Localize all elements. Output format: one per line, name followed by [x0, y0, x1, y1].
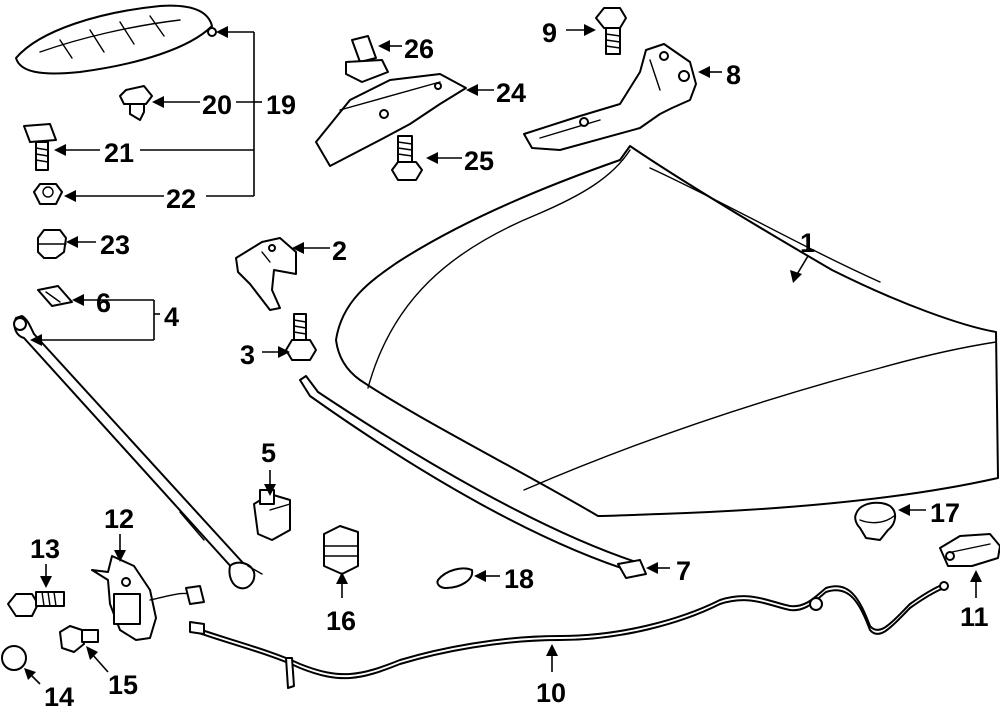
callout-4: 4 [164, 302, 179, 332]
callout-2: 2 [332, 236, 347, 266]
callout-6: 6 [96, 288, 111, 318]
callout-1: 1 [800, 228, 815, 258]
callout-labels: 1 2 3 4 5 6 7 8 9 10 11 12 13 14 15 16 1… [30, 18, 989, 710]
cowl-clip[interactable] [345, 35, 389, 83]
plug[interactable] [1, 645, 27, 671]
release-cable[interactable] [189, 581, 949, 689]
latch-screw[interactable] [59, 625, 99, 653]
hinge-bracket[interactable] [235, 237, 297, 311]
grommet[interactable] [854, 501, 896, 541]
scoop-nut[interactable] [33, 183, 63, 205]
bracket-bolt[interactable] [285, 313, 317, 361]
callout-8: 8 [726, 60, 741, 90]
callout-26: 26 [404, 34, 434, 64]
callout-9: 9 [542, 18, 557, 48]
callout-15: 15 [108, 670, 138, 700]
hood-bumper[interactable] [253, 489, 291, 541]
callout-22: 22 [166, 184, 196, 214]
callout-17: 17 [930, 498, 960, 528]
callout-24: 24 [496, 78, 526, 108]
support-bracket[interactable] [37, 285, 73, 307]
hood-panel[interactable] [335, 145, 999, 517]
callout-5: 5 [261, 438, 276, 468]
callout-14: 14 [44, 682, 74, 710]
callout-10: 10 [536, 678, 566, 708]
hood-seal[interactable] [299, 375, 647, 579]
cowl-seal[interactable] [315, 73, 467, 167]
cowl-bolt[interactable] [391, 135, 423, 181]
latch-bolt[interactable] [7, 591, 65, 617]
callout-7: 7 [676, 556, 691, 586]
callout-11: 11 [960, 602, 989, 632]
callout-23: 23 [100, 230, 130, 260]
hood-support-rod[interactable] [13, 315, 263, 590]
callout-16: 16 [326, 606, 356, 636]
callout-25: 25 [464, 146, 494, 176]
callout-20: 20 [202, 90, 232, 120]
callout-19: 19 [266, 90, 296, 120]
cushion[interactable] [323, 525, 359, 575]
hood-scoop[interactable] [15, 4, 217, 75]
leader-lines [24, 24, 982, 685]
scoop-clip[interactable] [119, 85, 153, 121]
callout-3: 3 [240, 340, 255, 370]
callout-21: 21 [104, 138, 134, 168]
hinge-bolt[interactable] [595, 7, 627, 55]
hood-hinge[interactable] [523, 43, 697, 151]
callout-13: 13 [30, 534, 60, 564]
release-handle[interactable] [939, 533, 1000, 567]
hood-latch[interactable] [91, 555, 205, 641]
scoop-bolt[interactable] [23, 123, 57, 171]
insulator-nut[interactable] [37, 229, 67, 259]
seal-plug[interactable] [436, 567, 474, 589]
callout-12: 12 [104, 504, 134, 534]
callout-18: 18 [504, 564, 534, 594]
